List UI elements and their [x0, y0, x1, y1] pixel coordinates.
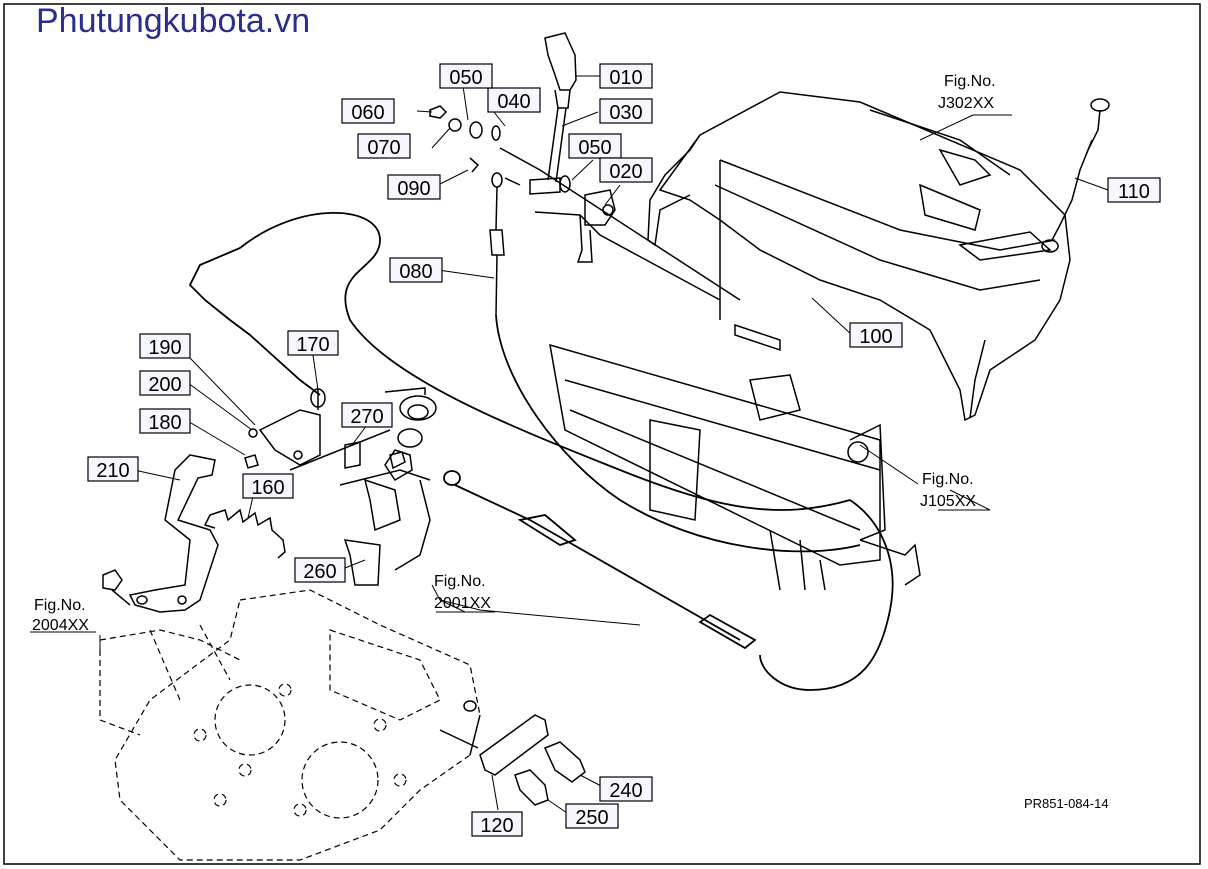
washers: [429, 105, 741, 301]
label-040-text: 040: [497, 91, 530, 113]
label-050-mid[interactable]: 050: [568, 133, 622, 159]
long-cables: [188, 211, 894, 691]
cable-080: [489, 172, 505, 316]
label-030[interactable]: 030: [599, 98, 653, 124]
spring-160: [203, 508, 286, 559]
label-180[interactable]: 180: [139, 408, 191, 434]
governor-assembly: [289, 387, 437, 586]
label-210[interactable]: 210: [87, 456, 139, 482]
label-040[interactable]: 040: [487, 87, 541, 113]
fig-ref-j105-line2: J105XX: [920, 493, 976, 510]
label-080[interactable]: 080: [389, 257, 443, 283]
bracket-020: [576, 189, 616, 263]
label-070-text: 070: [367, 137, 400, 159]
label-020[interactable]: 020: [599, 157, 653, 183]
bracket-170: [258, 388, 326, 466]
label-120-text: 120: [480, 815, 513, 837]
site-title: Phutungkubota.vn: [36, 2, 311, 40]
fig-ref-2001-line2: 2001XX: [434, 595, 491, 612]
label-240-text: 240: [609, 780, 642, 802]
frame-j105: [534, 160, 921, 591]
plate-120: [439, 700, 586, 806]
label-240[interactable]: 240: [599, 776, 653, 802]
label-010-text: 010: [609, 67, 642, 89]
label-250-text: 250: [575, 807, 608, 829]
bolt-left: [102, 569, 131, 606]
fig-ref-j302[interactable]: Fig.No. J302XX: [938, 73, 996, 112]
label-080-text: 080: [399, 261, 432, 283]
label-110[interactable]: 110: [1107, 177, 1161, 203]
fig-ref-2004[interactable]: Fig.No. 2004XX: [32, 597, 89, 634]
label-170[interactable]: 170: [287, 330, 339, 356]
label-090[interactable]: 090: [387, 174, 441, 200]
drawing-code: PR851-084-14: [1024, 796, 1109, 811]
fig-ref-j105[interactable]: Fig.No. J105XX: [920, 471, 976, 510]
engine-block: [99, 589, 481, 861]
label-190-text: 190: [148, 337, 181, 359]
label-180-text: 180: [148, 412, 181, 434]
fig-ref-j105-line1: Fig.No.: [922, 471, 974, 488]
label-050-mid-text: 050: [578, 137, 611, 159]
speed-lever: [504, 32, 577, 195]
fig-ref-2001-line1: Fig.No.: [434, 573, 486, 590]
label-160[interactable]: 160: [242, 473, 294, 499]
label-270-text: 270: [350, 406, 383, 428]
label-060-text: 060: [351, 102, 384, 124]
label-170-text: 170: [296, 334, 329, 356]
fig-ref-2001[interactable]: Fig.No. 2001XX: [434, 573, 491, 612]
page-border: [3, 3, 1201, 865]
label-200-text: 200: [148, 374, 181, 396]
label-030-text: 030: [609, 102, 642, 124]
label-090-text: 090: [397, 178, 430, 200]
label-160-text: 160: [251, 477, 284, 499]
fig-ref-2004-line1: Fig.No.: [34, 597, 86, 614]
label-250[interactable]: 250: [565, 803, 619, 829]
fig-ref-j302-line2: J302XX: [938, 95, 994, 112]
pedal-210: [128, 454, 219, 613]
fig-ref-2004-line2: 2004XX: [32, 617, 89, 634]
label-100[interactable]: 100: [849, 322, 903, 348]
label-070[interactable]: 070: [357, 133, 411, 159]
small-hardware: [244, 428, 259, 469]
label-120[interactable]: 120: [471, 811, 523, 837]
label-190[interactable]: 190: [139, 333, 191, 359]
label-020-text: 020: [609, 161, 642, 183]
fig-ref-j302-line1: Fig.No.: [944, 73, 996, 90]
label-210-text: 210: [96, 460, 129, 482]
label-270[interactable]: 270: [341, 402, 393, 428]
label-110-text: 110: [1118, 181, 1150, 203]
dash-cover: [647, 91, 1071, 422]
label-260-text: 260: [303, 561, 336, 583]
label-200[interactable]: 200: [139, 370, 191, 396]
label-260[interactable]: 260: [294, 557, 346, 583]
label-060[interactable]: 060: [341, 98, 395, 124]
label-050-top-text: 050: [449, 67, 482, 89]
label-010[interactable]: 010: [599, 63, 653, 89]
choke-cable-110: [1051, 98, 1110, 241]
label-050-top[interactable]: 050: [439, 63, 493, 89]
label-100-text: 100: [859, 326, 892, 348]
